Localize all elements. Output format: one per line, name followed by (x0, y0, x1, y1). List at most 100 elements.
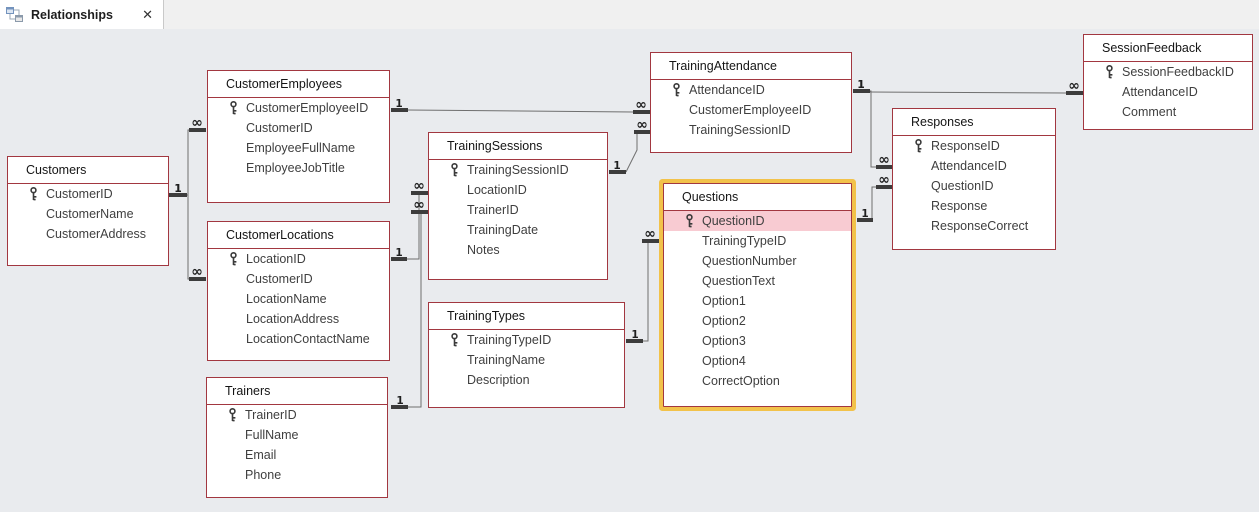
table-title[interactable]: CustomerLocations (208, 222, 389, 249)
field-row-TrainingName[interactable]: TrainingName (429, 350, 624, 370)
field-row-TrainingTypeID[interactable]: TrainingTypeID (664, 231, 851, 251)
relationship-line[interactable] (407, 109, 634, 113)
field-row-AttendanceID[interactable]: AttendanceID (893, 156, 1055, 176)
field-row-FullName[interactable]: FullName (207, 425, 387, 445)
field-row-CustomerAddress[interactable]: CustomerAddress (8, 224, 168, 244)
relationship-line[interactable] (871, 186, 876, 220)
field-label: CustomerAddress (46, 227, 147, 241)
field-label: EmployeeFullName (246, 141, 356, 155)
field-label: CustomerEmployeeID (689, 103, 812, 117)
field-row-CustomerEmployeeID[interactable]: CustomerEmployeeID (208, 98, 389, 118)
field-label: CorrectOption (702, 374, 780, 388)
tab-relationships[interactable]: Relationships ✕ (0, 0, 164, 29)
field-row-CustomerEmployeeID[interactable]: CustomerEmployeeID (651, 100, 851, 120)
relationship-line[interactable] (643, 241, 649, 342)
field-row-LocationAddress[interactable]: LocationAddress (208, 309, 389, 329)
field-row-ResponseID[interactable]: ResponseID (893, 136, 1055, 156)
field-row-QuestionNumber[interactable]: QuestionNumber (664, 251, 851, 271)
relationship-line[interactable] (187, 195, 190, 280)
field-row-SessionFeedbackID[interactable]: SessionFeedbackID (1084, 62, 1252, 82)
tab-close-icon[interactable]: ✕ (142, 7, 153, 22)
table-title[interactable]: Customers (8, 157, 168, 184)
field-row-CustomerID[interactable]: CustomerID (208, 269, 389, 289)
field-row-AttendanceID[interactable]: AttendanceID (651, 80, 851, 100)
field-row-EmployeeJobTitle[interactable]: EmployeeJobTitle (208, 158, 389, 178)
primary-key-icon (228, 407, 237, 422)
primary-key-icon (685, 213, 694, 228)
field-row-Option4[interactable]: Option4 (664, 351, 851, 371)
field-row-LocationID[interactable]: LocationID (429, 180, 607, 200)
field-label: LocationContactName (246, 332, 370, 346)
field-row-Phone[interactable]: Phone (207, 465, 387, 485)
field-row-LocationName[interactable]: LocationName (208, 289, 389, 309)
field-label: QuestionText (702, 274, 775, 288)
field-row-ResponseCorrect[interactable]: ResponseCorrect (893, 216, 1055, 236)
table-title[interactable]: TrainingTypes (429, 303, 624, 330)
table-title[interactable]: Trainers (207, 378, 387, 405)
table-title[interactable]: Questions (664, 184, 851, 211)
field-row-TrainerID[interactable]: TrainerID (429, 200, 607, 220)
field-label: CustomerID (246, 272, 313, 286)
field-row-QuestionID[interactable]: QuestionID (893, 176, 1055, 196)
relationship-line[interactable] (187, 129, 190, 196)
field-row-CustomerID[interactable]: CustomerID (8, 184, 168, 204)
cardinality-one-label: 1 (174, 183, 181, 195)
cardinality-many-label: ∞ (878, 172, 890, 188)
field-row-Option3[interactable]: Option3 (664, 331, 851, 351)
table-title[interactable]: Responses (893, 109, 1055, 136)
field-row-TrainingTypeID[interactable]: TrainingTypeID (429, 330, 624, 350)
cardinality-many-label: ∞ (413, 178, 425, 194)
field-row-Email[interactable]: Email (207, 445, 387, 465)
field-label: ResponseCorrect (931, 219, 1029, 233)
field-row-EmployeeFullName[interactable]: EmployeeFullName (208, 138, 389, 158)
field-row-CustomerID[interactable]: CustomerID (208, 118, 389, 138)
cardinality-one-label: 1 (857, 79, 864, 91)
table-title[interactable]: CustomerEmployees (208, 71, 389, 98)
table-title[interactable]: SessionFeedback (1084, 35, 1252, 62)
field-row-Description[interactable]: Description (429, 370, 624, 390)
field-label: QuestionNumber (702, 254, 797, 268)
field-row-LocationContactName[interactable]: LocationContactName (208, 329, 389, 349)
relationship-line[interactable] (407, 193, 420, 260)
field-row-QuestionID[interactable]: QuestionID (664, 211, 851, 231)
table-title[interactable]: TrainingAttendance (651, 53, 851, 80)
field-row-Response[interactable]: Response (893, 196, 1055, 216)
relationship-line[interactable] (870, 90, 876, 168)
field-row-TrainingSessionID[interactable]: TrainingSessionID (651, 120, 851, 140)
relationship-line[interactable] (408, 212, 422, 408)
field-label: Option4 (702, 354, 746, 368)
field-row-Option1[interactable]: Option1 (664, 291, 851, 311)
field-row-Comment[interactable]: Comment (1084, 102, 1252, 122)
table-title[interactable]: TrainingSessions (429, 133, 607, 160)
field-row-CustomerName[interactable]: CustomerName (8, 204, 168, 224)
field-row-Notes[interactable]: Notes (429, 240, 607, 260)
field-label: CustomerID (246, 121, 313, 135)
relationship-line[interactable] (869, 91, 1067, 94)
field-label: Notes (467, 243, 500, 257)
relationship-line[interactable] (625, 132, 638, 173)
field-row-QuestionText[interactable]: QuestionText (664, 271, 851, 291)
field-row-CorrectOption[interactable]: CorrectOption (664, 371, 851, 391)
field-label: Option1 (702, 294, 746, 308)
field-row-AttendanceID[interactable]: AttendanceID (1084, 82, 1252, 102)
field-row-LocationID[interactable]: LocationID (208, 249, 389, 269)
field-label: EmployeeJobTitle (246, 161, 345, 175)
cardinality-many-label: ∞ (191, 264, 203, 280)
field-row-TrainingDate[interactable]: TrainingDate (429, 220, 607, 240)
field-row-TrainerID[interactable]: TrainerID (207, 405, 387, 425)
field-row-Option2[interactable]: Option2 (664, 311, 851, 331)
field-row-TrainingSessionID[interactable]: TrainingSessionID (429, 160, 607, 180)
field-label: AttendanceID (1122, 85, 1198, 99)
